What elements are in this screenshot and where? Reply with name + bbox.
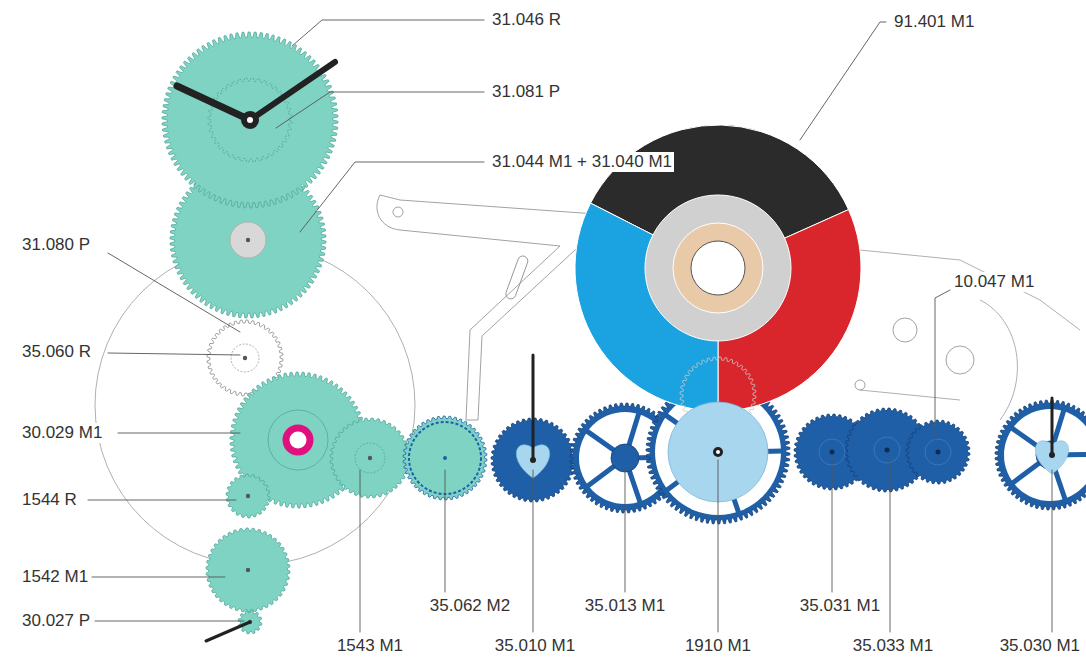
axle	[246, 494, 250, 498]
part-number: 1544 R	[20, 490, 79, 510]
disk-ring	[673, 223, 763, 313]
axle	[1049, 452, 1055, 458]
axle	[243, 356, 247, 360]
part-number: 35.013 M1	[583, 596, 667, 616]
leader-line	[88, 500, 236, 501]
axle	[246, 238, 250, 242]
seconds-hand	[532, 355, 535, 460]
part-number: 1543 M1	[335, 636, 405, 656]
spoked-wheel	[995, 400, 1086, 510]
leader-line	[625, 470, 626, 592]
leader-line	[92, 577, 225, 578]
part-number: 31.081 P	[490, 82, 562, 102]
gear	[226, 474, 270, 518]
pinion	[874, 437, 900, 463]
leader-line	[832, 458, 833, 592]
small-hand	[206, 622, 250, 641]
part-number: 30.029 M1	[20, 423, 104, 443]
leader-line	[890, 458, 891, 632]
leader-line	[800, 22, 886, 140]
part-number: 31.080 P	[20, 235, 92, 255]
part-number: 35.031 M1	[798, 596, 882, 616]
gear	[162, 32, 338, 208]
pink-jewel	[286, 428, 310, 452]
part-number: 31.044 M1 + 31.040 M1	[490, 152, 674, 172]
wheel-opening	[1004, 409, 1086, 501]
part-number: 30.027 P	[20, 611, 92, 631]
screw	[946, 346, 974, 374]
leader-line	[108, 253, 240, 332]
hand-hub	[241, 111, 259, 129]
part-number: 35.062 M2	[428, 596, 512, 616]
part-number: 35.030 M1	[998, 636, 1082, 656]
hidden-gear	[208, 78, 292, 162]
axle	[246, 568, 250, 572]
axle	[530, 457, 536, 463]
leader-line	[300, 162, 484, 232]
axle	[443, 456, 447, 460]
leader-line	[445, 470, 446, 592]
pinion	[355, 443, 385, 473]
axle	[885, 448, 890, 453]
disk-hub	[645, 195, 791, 341]
gear	[906, 420, 970, 484]
axle	[716, 450, 720, 454]
leader-line	[533, 470, 534, 632]
pinion	[230, 222, 266, 258]
leader-line	[108, 353, 240, 355]
seconds-hand	[1051, 398, 1054, 455]
pinion	[268, 410, 328, 470]
axle	[713, 447, 723, 457]
axle	[368, 456, 372, 460]
leader-line	[276, 92, 484, 128]
leader-line	[95, 621, 244, 622]
axle	[936, 450, 941, 455]
part-number: 1910 M1	[683, 636, 753, 656]
leader-line	[360, 470, 361, 632]
leader-line	[718, 460, 719, 632]
part-number: 10.047 M1	[952, 272, 1036, 292]
screw	[893, 318, 917, 342]
jewel	[855, 380, 865, 390]
axle	[248, 118, 252, 122]
lever-hole	[393, 207, 403, 217]
leader-line	[118, 433, 240, 434]
part-number: 31.046 R	[490, 10, 563, 30]
leader-line	[935, 290, 950, 440]
leader-line	[292, 20, 484, 46]
part-number: 35.060 R	[20, 342, 93, 362]
lever-outline	[377, 195, 610, 420]
part-number: 1542 M1	[20, 567, 90, 587]
wheel-hub	[611, 444, 639, 472]
part-number: 91.401 M1	[892, 12, 976, 32]
minute-hand	[250, 62, 335, 120]
leader-line	[1052, 470, 1053, 632]
lever-slot	[504, 255, 529, 301]
part-number: 35.033 M1	[851, 636, 935, 656]
disk-hole	[691, 241, 745, 295]
hour-hand	[177, 86, 250, 120]
part-number: 35.010 M1	[493, 636, 577, 656]
gear	[206, 528, 290, 612]
hand-hub	[247, 117, 253, 123]
pinion	[231, 344, 259, 372]
axle	[830, 450, 835, 455]
gear	[330, 418, 410, 498]
pinion	[925, 439, 951, 465]
